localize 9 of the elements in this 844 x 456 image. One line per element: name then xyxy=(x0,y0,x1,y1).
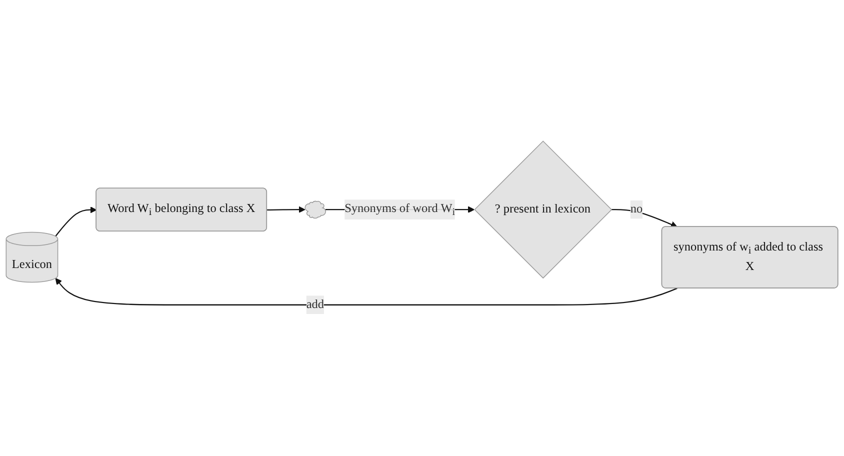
arrow xyxy=(55,278,678,306)
node-cloud xyxy=(304,201,326,220)
edge-label: Synonyms of word W$_{i}$ xyxy=(344,202,456,218)
arrow xyxy=(611,209,678,228)
arrow xyxy=(55,206,97,237)
edge-label: no xyxy=(630,203,643,216)
node-diamond: ? present in lexicon xyxy=(474,140,612,280)
edge-label: add xyxy=(306,298,324,312)
arrow xyxy=(267,206,306,214)
